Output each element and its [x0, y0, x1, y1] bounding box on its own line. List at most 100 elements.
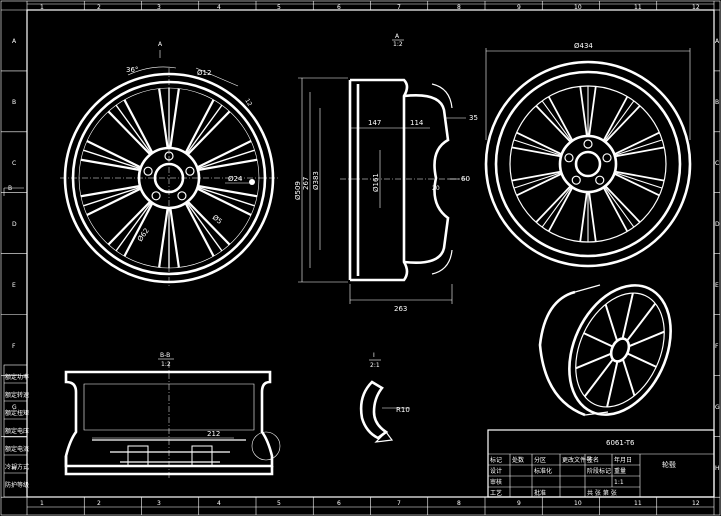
- tb-cell: 审核: [490, 478, 502, 486]
- spoke-center: [197, 186, 255, 207]
- row-label: A: [715, 38, 720, 45]
- col-label: 9: [517, 4, 521, 11]
- row-label: C: [715, 160, 719, 167]
- iso-back-rim: [538, 290, 586, 417]
- section-arrow-b: B: [8, 185, 12, 192]
- bolt-hole: [595, 175, 605, 185]
- spoke-edge: [511, 170, 562, 182]
- col-label: 8: [457, 4, 461, 11]
- side-view: A 1:2 Ø509 267 Ø383 147 114 35 Ø161 60 2…: [294, 33, 478, 313]
- col-label: 5: [277, 500, 281, 507]
- detail-title: I: [373, 352, 375, 359]
- iso-hub: [609, 337, 631, 363]
- tb-cell: 年月日: [614, 456, 632, 464]
- back-view: Ø434: [484, 42, 692, 268]
- spoke-edge: [86, 139, 142, 169]
- row-label: A: [12, 38, 17, 45]
- row-label: H: [12, 465, 17, 472]
- bolt-hole: [564, 153, 574, 163]
- spoke-edge: [123, 202, 154, 257]
- spoke-edge: [184, 202, 215, 257]
- left-tag: 额定电流: [5, 445, 29, 453]
- dim-d509: Ø509: [294, 181, 302, 200]
- spoke-edge: [107, 200, 152, 246]
- left-tag: 额定转速: [5, 391, 29, 399]
- spoke-edge: [196, 139, 252, 169]
- spoke-edge: [169, 207, 180, 268]
- iso-spoke: [626, 302, 657, 342]
- col-label: 4: [217, 500, 221, 507]
- back-bore: [574, 150, 602, 178]
- spoke-center: [83, 149, 141, 170]
- left-side-table: 额定功率 额定转速 额定扭矩 额定电压 额定电流 冷却方式 防护等级: [3, 364, 29, 498]
- col-label: 8: [457, 500, 461, 507]
- iso-spoke: [575, 352, 612, 370]
- col-label: 3: [157, 500, 161, 507]
- col-label: 10: [574, 500, 582, 507]
- spoke-edge: [80, 184, 141, 198]
- spoke-edge: [186, 200, 231, 246]
- tb-cell: 重量: [614, 467, 626, 475]
- spoke-edge: [604, 105, 641, 143]
- spoke-edge: [579, 191, 588, 242]
- dim-d263: 263: [394, 305, 407, 313]
- section-bb-view: B-B 1:2 212: [64, 352, 281, 478]
- col-label: 7: [397, 500, 401, 507]
- spoke-edge: [123, 99, 154, 154]
- spoke-edge: [516, 131, 563, 156]
- spoke-edge: [86, 187, 142, 217]
- tb-cell: 1:1: [614, 479, 624, 486]
- disc-profile: [403, 94, 450, 264]
- tb-cell: 标准化: [534, 467, 552, 475]
- spoke-center: [83, 186, 141, 207]
- iso-face-outer: [568, 284, 672, 416]
- row-label: F: [12, 343, 16, 350]
- row-label: B: [12, 99, 16, 106]
- dim-angle: 36°: [126, 66, 138, 74]
- bolt-hole: [151, 191, 161, 201]
- spoke-center: [115, 104, 152, 155]
- spoke-center: [186, 104, 223, 155]
- tb-cell: 批准: [534, 489, 546, 497]
- spoke-center: [115, 201, 152, 252]
- material: 轮毂: [662, 460, 676, 469]
- spoke-edge: [613, 131, 660, 156]
- tb-cell: 共 张 第 张: [587, 489, 617, 497]
- left-tag: 额定功率: [5, 373, 29, 381]
- dim-d147: 147: [368, 119, 381, 127]
- detail-circle: [251, 431, 281, 461]
- left-tag: 额定电压: [5, 427, 29, 435]
- tb-cell: 签名: [587, 456, 599, 464]
- spoke-edge: [602, 96, 629, 142]
- row-label: G: [12, 404, 17, 411]
- dim-d2: 12: [243, 98, 253, 108]
- col-label: 4: [217, 4, 221, 11]
- dim-212: 212: [207, 430, 220, 438]
- spoke-edge: [614, 146, 665, 158]
- section-mark: A: [158, 41, 163, 48]
- spoke-edge: [197, 184, 258, 198]
- tb-cell: 工艺: [490, 489, 502, 497]
- spoke-center: [186, 201, 223, 252]
- spoke-edge: [107, 110, 152, 156]
- back-rim-outer: [484, 60, 692, 268]
- spoke-center: [614, 139, 663, 156]
- dim-d467: 267: [302, 177, 310, 190]
- spoke-center: [541, 100, 572, 142]
- detail-i-view: I 2:1 R10: [359, 352, 410, 443]
- bolt-hole: [583, 139, 593, 149]
- col-label: 12: [692, 4, 700, 11]
- spoke-edge: [535, 105, 572, 143]
- dim-d60: 60: [461, 175, 470, 183]
- spoke-edge: [511, 146, 562, 158]
- spoke-edge: [196, 187, 252, 217]
- isometric-view: [538, 284, 672, 417]
- iso-spoke: [583, 332, 614, 348]
- spoke-edge: [614, 170, 665, 182]
- bolt-holes: [143, 151, 195, 201]
- row-label: E: [715, 282, 719, 289]
- dim-r10: R10: [396, 406, 410, 414]
- spoke-center: [604, 186, 635, 228]
- dim-d5: Ø5: [211, 213, 224, 226]
